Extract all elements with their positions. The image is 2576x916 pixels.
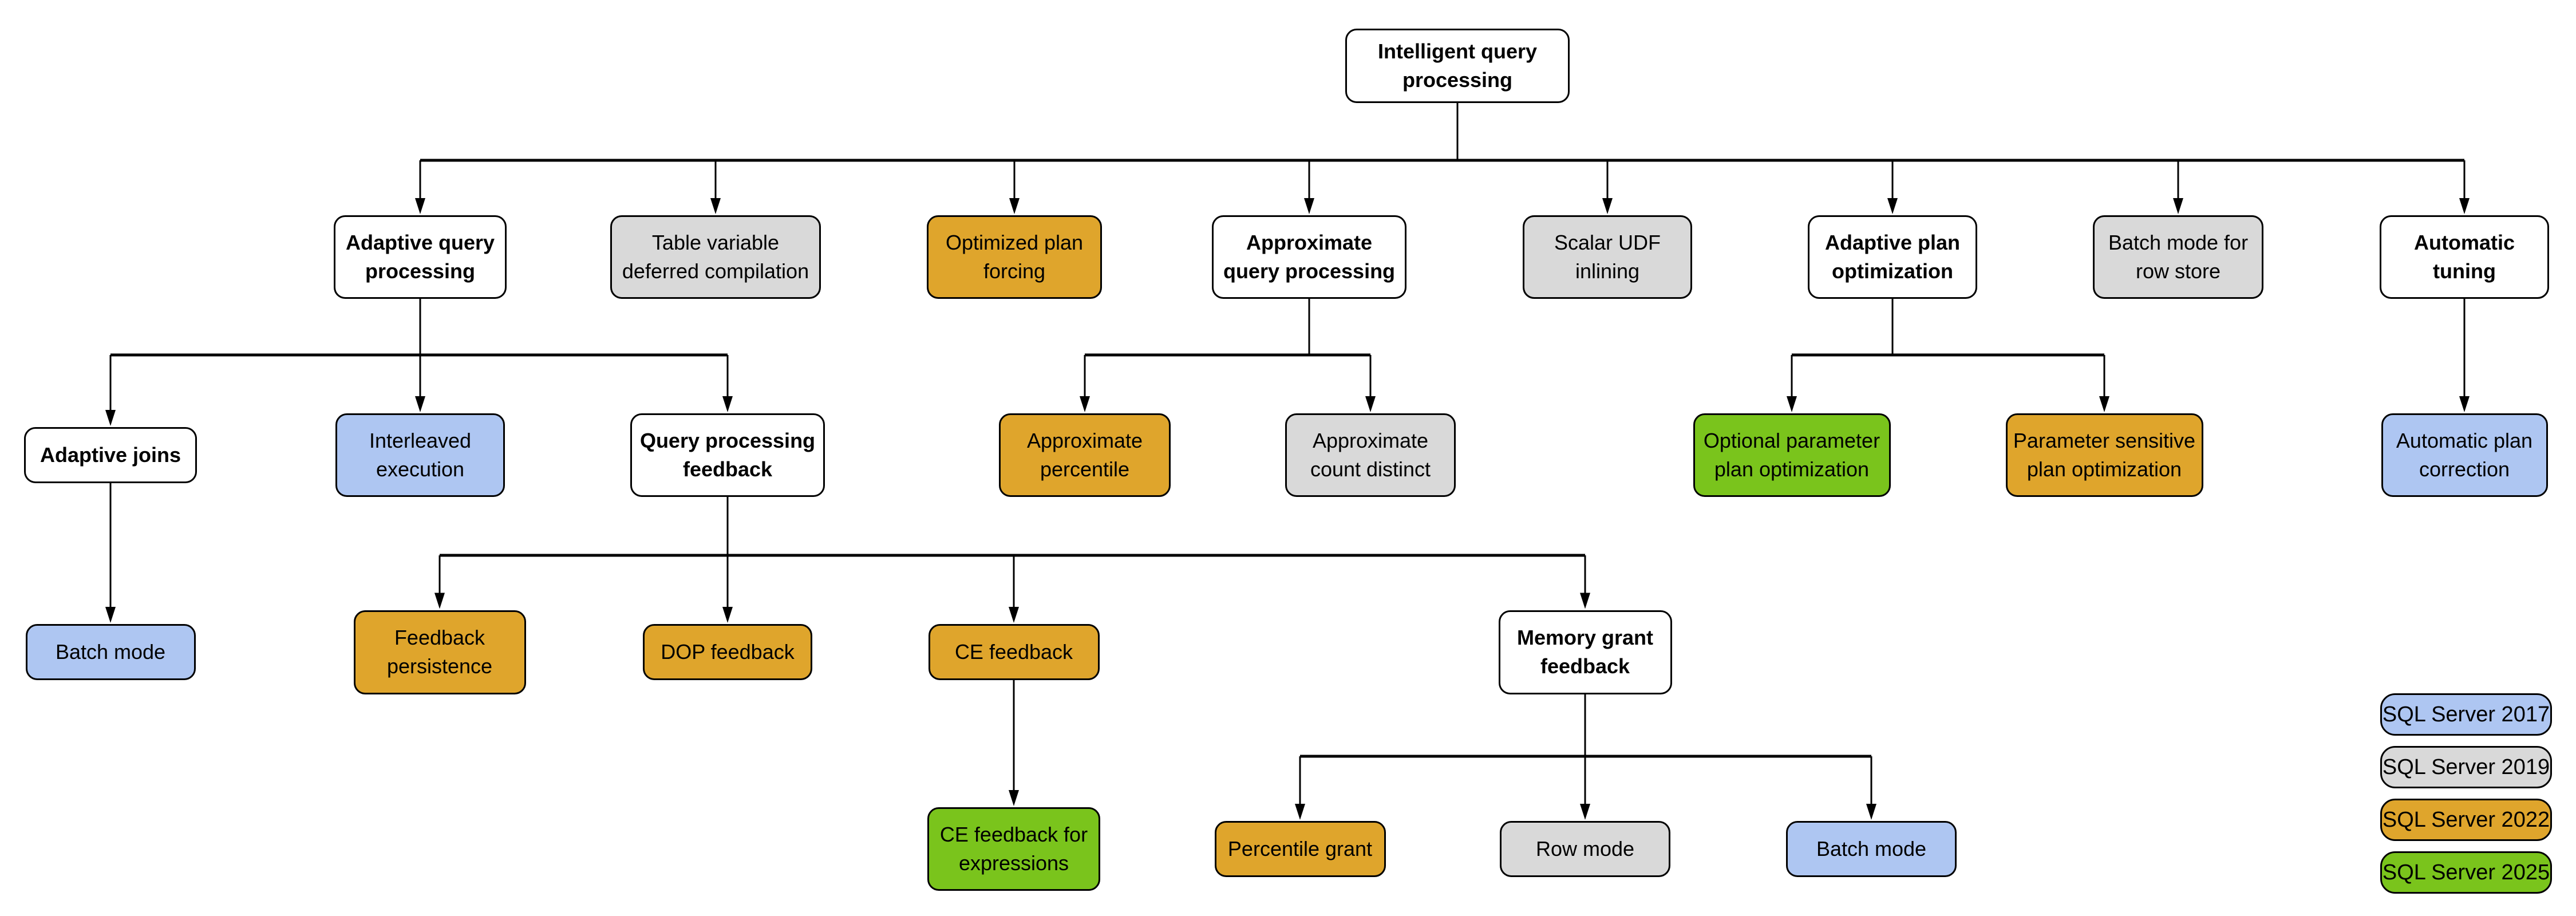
connector-to-feedback-persistence-arrowhead (434, 593, 445, 609)
connector-to-optional-parameter-plan-optimization-arrowhead (1787, 396, 1797, 412)
node-label: Batch mode (1816, 837, 1927, 861)
connector-to-approximate-count-distinct-arrowhead (1365, 396, 1376, 412)
legend-label: SQL Server 2017 (2382, 702, 2550, 727)
connector-to-ce-feedback-arrowhead (1009, 607, 1019, 623)
connector-to-parameter-sensitive-plan-optimization-arrowhead (2099, 396, 2109, 412)
node-label: Row mode (1535, 837, 1635, 861)
connector-to-row-mode-arrowhead (1580, 804, 1590, 820)
connector-to-memory-grant-feedback-arrowhead (1580, 593, 1590, 609)
node-adaptive-joins: Adaptive joins (24, 427, 197, 483)
connector-to-scalar-udf-inlining-arrowhead (1602, 198, 1613, 214)
connector-to-batch-mode-for-row-store-arrowhead (2173, 198, 2183, 214)
connector-to-approximate-percentile-arrowhead (1080, 396, 1090, 412)
legend-label: SQL Server 2022 (2382, 807, 2550, 832)
connector-to-query-processing-feedback-arrowhead (722, 396, 733, 412)
node-row-mode: Row mode (1500, 821, 1670, 877)
connector-to-percentile-grant-arrowhead (1295, 804, 1305, 820)
connector-to-automatic-tuning-arrowhead (2459, 198, 2470, 214)
connector-to-ce-feedback-for-expressions-arrowhead (1009, 790, 1019, 806)
node-label: Percentile grant (1227, 837, 1373, 861)
connector-to-adaptive-plan-optimization-arrowhead (1887, 198, 1898, 214)
legend-item-sql-server-2017: SQL Server 2017 (2380, 693, 2552, 736)
node-batch-mode-adaptive-joins: Batch mode (25, 624, 196, 680)
node-label: Adaptive joins (39, 443, 181, 467)
legend-item-sql-server-2019: SQL Server 2019 (2380, 746, 2552, 788)
connector-to-optimized-plan-forcing-arrowhead (1009, 198, 1020, 214)
legend-item-sql-server-2025: SQL Server 2025 (2380, 851, 2552, 894)
legend-label: SQL Server 2025 (2382, 860, 2550, 885)
connector-to-adaptive-joins-arrowhead (105, 410, 116, 426)
connector-to-adaptive-query-processing-arrowhead (415, 198, 425, 214)
connector-to-table-variable-deferred-compilation-arrowhead (710, 198, 721, 214)
node-percentile-grant: Percentile grant (1214, 821, 1386, 877)
connector-to-batch-mode-adaptive-joins-arrowhead (105, 607, 116, 623)
node-ce-feedback: CE feedback (928, 624, 1100, 680)
node-label: CE feedback (954, 640, 1073, 664)
connector-to-automatic-plan-correction-arrowhead (2459, 396, 2470, 412)
legend-item-sql-server-2022: SQL Server 2022 (2380, 799, 2552, 841)
node-label: Batch mode (55, 640, 166, 664)
legend-label: SQL Server 2019 (2382, 755, 2550, 779)
connector-to-dop-feedback-arrowhead (722, 607, 733, 623)
connector-to-batch-mode-memory-grant-arrowhead (1866, 804, 1876, 820)
connector-to-approximate-query-processing-arrowhead (1304, 198, 1314, 214)
node-label: DOP feedback (661, 640, 795, 664)
node-dop-feedback: DOP feedback (643, 624, 812, 680)
node-batch-mode-memory-grant: Batch mode (1786, 821, 1957, 877)
connector-to-interleaved-execution-arrowhead (415, 396, 425, 412)
